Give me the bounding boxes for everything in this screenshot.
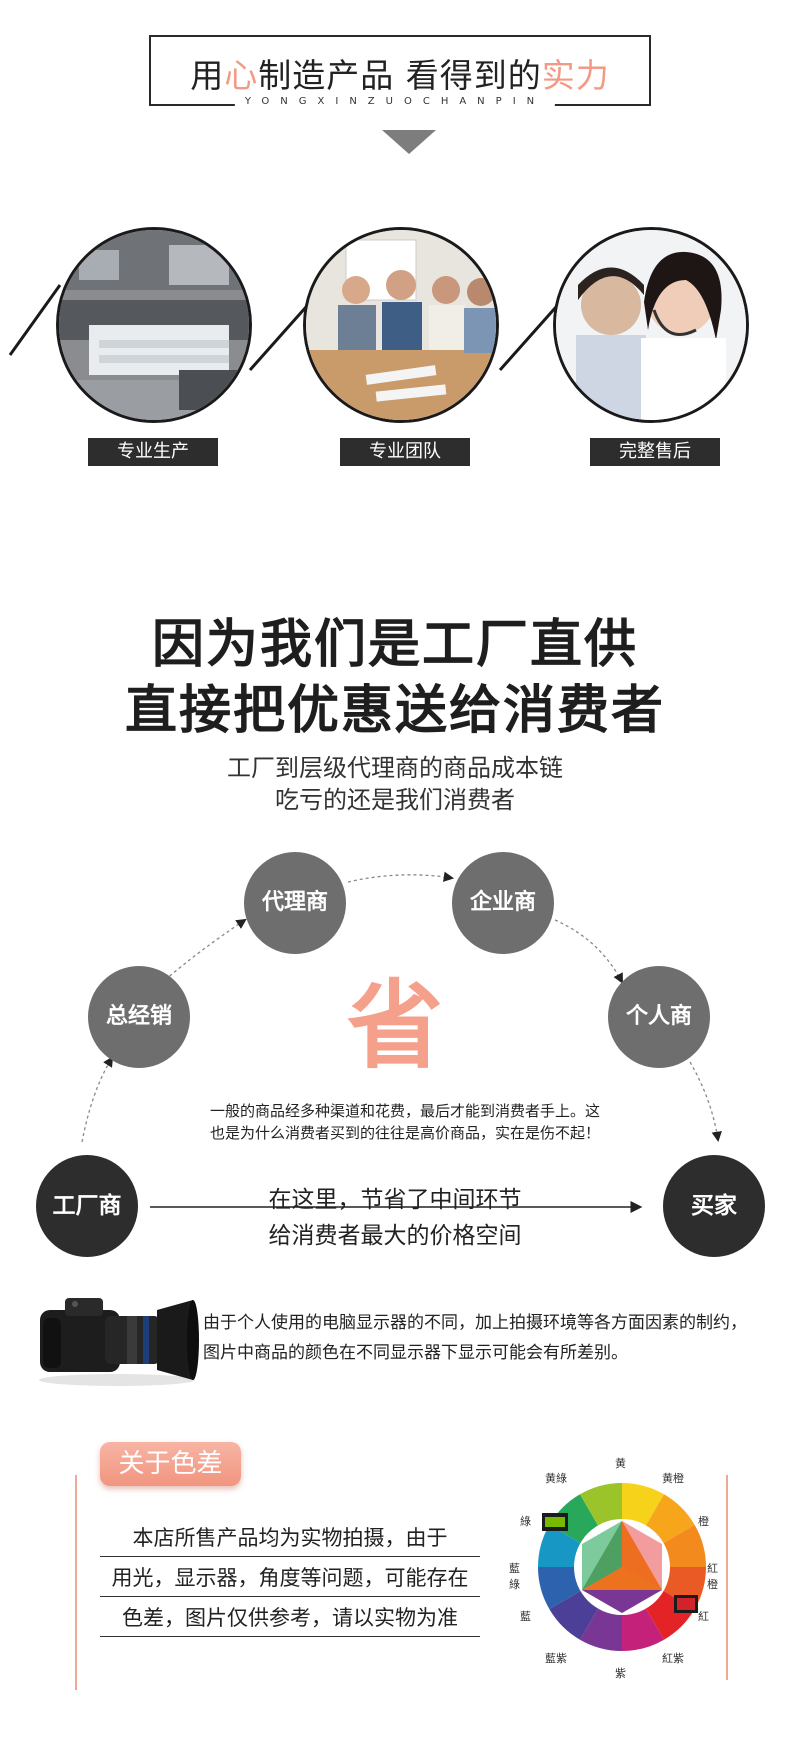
flow-node-buyer: 买家 bbox=[663, 1155, 765, 1257]
wheel-label-yellow-orange: 黄橙 bbox=[662, 1472, 684, 1485]
camera-icon bbox=[39, 1298, 199, 1386]
wheel-label-green: 綠 bbox=[520, 1515, 531, 1528]
flow-node-enterprise: 企业商 bbox=[452, 852, 554, 954]
title-text: 制造产品 看得到的 bbox=[258, 56, 542, 95]
flow-note-line: 也是为什么消费者买到的往往是高价商品，实在是伤不起！ bbox=[209, 1124, 600, 1142]
flow-node-agent: 代理商 bbox=[244, 852, 346, 954]
flow-arrows bbox=[81, 871, 722, 1213]
subline-1: 工厂到层级代理商的商品成本链 bbox=[227, 754, 563, 782]
headline-line-2: 直接把优惠送给消费者 bbox=[124, 681, 665, 741]
wheel-label-purple: 紫 bbox=[615, 1667, 626, 1680]
support-photo bbox=[553, 227, 749, 423]
color-diff-badge: 关于色差 bbox=[100, 1442, 241, 1486]
left-divider bbox=[75, 1475, 77, 1690]
feature-label: 专业生产 bbox=[88, 438, 218, 466]
flow-node-individual: 个人商 bbox=[608, 966, 710, 1068]
down-arrow-icon bbox=[382, 130, 436, 154]
team-photo bbox=[303, 227, 499, 423]
color-diff-line: 色差，图片仅供参考，请以实物为准 bbox=[100, 1600, 480, 1637]
wheel-label-red-purple: 紅紫 bbox=[662, 1652, 684, 1665]
title-text: 用 bbox=[190, 56, 225, 95]
wheel-label-red: 紅 bbox=[698, 1610, 709, 1623]
wheel-label-yellow-green: 黄綠 bbox=[545, 1472, 567, 1485]
wheel-label-blue-green: 藍綠 bbox=[509, 1562, 520, 1591]
wheel-label-blue-purple: 藍紫 bbox=[545, 1652, 567, 1665]
flow-node-factory: 工厂商 bbox=[36, 1155, 138, 1257]
wheel-label-yellow: 黄 bbox=[615, 1457, 626, 1470]
title-accent: 实力 bbox=[541, 56, 610, 95]
flow-note: 一般的商品经多种渠道和花费，最后才能到消费者手上。这 也是为什么消费者买到的往往… bbox=[185, 1100, 625, 1144]
wheel-label-orange: 橙 bbox=[698, 1515, 709, 1528]
page-subtitle: YONGXINZUOCHANPIN bbox=[234, 96, 556, 107]
color-wheel-icon bbox=[538, 1483, 706, 1651]
feature-label: 完整售后 bbox=[590, 438, 720, 466]
direct-text-1: 在这里，节省了中间环节 bbox=[268, 1187, 522, 1213]
subline-2: 吃亏的还是我们消费者 bbox=[275, 786, 515, 814]
wheel-label-red-orange: 紅橙 bbox=[707, 1562, 718, 1591]
flow-note-line: 一般的商品经多种渠道和花费，最后才能到消费者手上。这 bbox=[209, 1102, 600, 1120]
page-title: 用心制造产品 看得到的实力 bbox=[151, 49, 649, 97]
header-title-box: 用心制造产品 看得到的实力 bbox=[149, 35, 651, 106]
right-divider bbox=[726, 1475, 728, 1680]
save-character: 省 bbox=[347, 970, 443, 1082]
factory-photo bbox=[56, 227, 252, 423]
color-diff-line: 用光，显示器，角度等问题，可能存在 bbox=[100, 1560, 480, 1597]
color-diff-line: 本店所售产品均为实物拍摄，由于 bbox=[100, 1520, 480, 1557]
direct-text-2: 给消费者最大的价格空间 bbox=[268, 1223, 522, 1249]
title-accent: 心 bbox=[224, 56, 259, 95]
camera-note: 由于个人使用的电脑显示器的不同，加上拍摄环境等各方面因素的制约，图片中商品的颜色… bbox=[203, 1313, 747, 1363]
headline-line-1: 因为我们是工厂直供 bbox=[151, 615, 638, 675]
feature-label: 专业团队 bbox=[340, 438, 470, 466]
wheel-label-blue: 藍 bbox=[520, 1610, 531, 1623]
flow-node-general: 总经销 bbox=[88, 966, 190, 1068]
